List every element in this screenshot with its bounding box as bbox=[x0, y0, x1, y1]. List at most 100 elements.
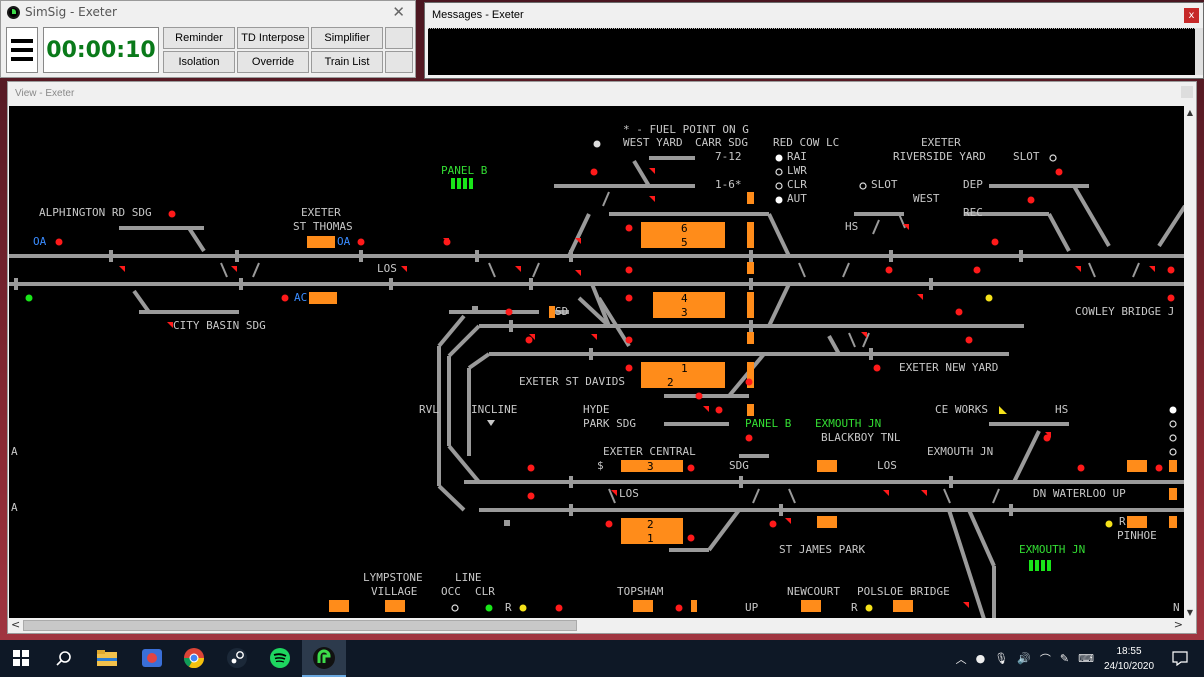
sim-clock: 00:00:10 bbox=[43, 27, 159, 73]
rai-label: RAI bbox=[787, 150, 807, 163]
pinhoe-label: PINHOE bbox=[1117, 529, 1157, 542]
scroll-left-icon[interactable]: < bbox=[11, 618, 21, 631]
override-button[interactable]: Override bbox=[237, 51, 309, 73]
messages-scrollbar[interactable] bbox=[1195, 28, 1203, 75]
oa-label: OA bbox=[33, 235, 47, 248]
scroll-right-icon[interactable]: > bbox=[1173, 618, 1183, 631]
platform-numbers: 6 5 4 3 1 2 3 2 1 bbox=[647, 222, 688, 545]
start-icon[interactable] bbox=[9, 646, 33, 670]
central-3-number: 3 bbox=[647, 460, 654, 473]
notification-icon[interactable] bbox=[1168, 646, 1192, 670]
west-label: WEST bbox=[913, 192, 940, 205]
simsig-logo-icon bbox=[7, 5, 20, 19]
cowley-bridge-label: COWLEY BRIDGE J bbox=[1075, 305, 1174, 318]
clr-label: CLR bbox=[787, 178, 807, 191]
a-left-2-label: A bbox=[11, 501, 18, 514]
ce-works-label: CE WORKS bbox=[935, 403, 988, 416]
view-vertical-scrollbar[interactable]: ▲ ▼ bbox=[1184, 106, 1196, 619]
topsham-label: TOPSHAM bbox=[617, 585, 664, 598]
village-label: VILLAGE bbox=[371, 585, 417, 598]
hyde-label: HYDE bbox=[583, 403, 610, 416]
extra-button-2[interactable] bbox=[385, 51, 413, 73]
aut-label: AUT bbox=[787, 192, 807, 205]
diagram-svg[interactable]: * - FUEL POINT ON G WEST YARD CARR SDG 7… bbox=[9, 106, 1185, 619]
track-joints bbox=[14, 250, 1023, 526]
file-explorer-icon[interactable] bbox=[95, 646, 119, 670]
messages-window: Messages - Exeter x bbox=[424, 2, 1204, 79]
blackboy-tnl-label: BLACKBOY TNL bbox=[821, 431, 901, 444]
spotify-icon[interactable] bbox=[268, 646, 292, 670]
up-label: UP bbox=[745, 601, 759, 614]
scroll-thumb[interactable] bbox=[23, 620, 577, 631]
st-james-park-label: ST JAMES PARK bbox=[779, 543, 865, 556]
exmouth-jn-right-label: EXMOUTH JN bbox=[927, 445, 993, 458]
carr-sdg-label: CARR SDG bbox=[695, 136, 748, 149]
points-marks bbox=[220, 191, 1140, 504]
chrome-icon[interactable] bbox=[182, 646, 206, 670]
carr-7-12-label: 7-12 bbox=[715, 150, 742, 163]
ac-label: AC bbox=[294, 291, 307, 304]
search-icon[interactable] bbox=[52, 646, 76, 670]
incline-arrow-icon bbox=[487, 420, 495, 426]
occ-label: OCC bbox=[441, 585, 461, 598]
view-title: View - Exeter bbox=[15, 87, 75, 99]
signalling-diagram[interactable]: * - FUEL POINT ON G WEST YARD CARR SDG 7… bbox=[9, 106, 1185, 619]
west-yard-label: WEST YARD bbox=[623, 136, 683, 149]
network-alert-icon[interactable]: ● bbox=[975, 652, 986, 665]
taskbar-time: 18:55 bbox=[1116, 646, 1142, 657]
menu-hamburger-button[interactable] bbox=[6, 27, 38, 73]
simplifier-button[interactable]: Simplifier bbox=[311, 27, 383, 49]
alphington-label: ALPHINGTON RD SDG bbox=[39, 206, 152, 219]
incline-label: INCLINE bbox=[471, 403, 517, 416]
platform-5-number: 5 bbox=[681, 236, 688, 249]
reminder-button[interactable]: Reminder bbox=[163, 27, 235, 49]
park-sdg-label: PARK SDG bbox=[583, 417, 636, 430]
panel-b-top-label: PANEL B bbox=[441, 164, 488, 177]
volume-icon[interactable]: 🔊 bbox=[1017, 652, 1031, 665]
messages-close-button[interactable]: x bbox=[1184, 8, 1199, 23]
exeter-riverside-label: EXETER bbox=[921, 136, 961, 149]
wifi-icon[interactable]: ⌒ bbox=[1039, 652, 1051, 666]
app-icon[interactable] bbox=[140, 646, 164, 670]
microphone-icon[interactable]: 🎙 bbox=[994, 652, 1009, 665]
chevron-up-icon[interactable]: ︿ bbox=[955, 652, 967, 666]
keyboard-icon[interactable]: ⌨ bbox=[1078, 652, 1094, 665]
extra-button-1[interactable] bbox=[385, 27, 413, 49]
r-2-label: R bbox=[505, 601, 512, 614]
train-list-button[interactable]: Train List bbox=[311, 51, 383, 73]
isolation-button[interactable]: Isolation bbox=[163, 51, 235, 73]
windows-taskbar: ︿ ● 🎙 🔊 ⌒ ✎ ⌨ 18:55 24/10/2020 bbox=[0, 640, 1204, 677]
taskbar-clock[interactable]: 18:55 24/10/2020 bbox=[1098, 644, 1160, 674]
line-label: LINE bbox=[455, 571, 482, 584]
simsig-taskbar-icon[interactable] bbox=[312, 646, 336, 670]
riverside-yard-label: RIVERSIDE YARD bbox=[893, 150, 986, 163]
steam-icon[interactable] bbox=[225, 646, 249, 670]
exeter-new-yard-label: EXETER NEW YARD bbox=[899, 361, 998, 374]
carr-1-6-label: 1-6* bbox=[715, 178, 742, 191]
signals[interactable] bbox=[25, 140, 1177, 612]
r-3-label: R bbox=[851, 601, 858, 614]
td-interpose-button[interactable]: TD Interpose bbox=[237, 27, 309, 49]
view-horizontal-scrollbar[interactable]: < > bbox=[9, 618, 1185, 633]
slot-mid-label: SLOT bbox=[871, 178, 898, 191]
panel-indicators bbox=[451, 178, 1051, 571]
red-cow-lc-label: RED COW LC bbox=[773, 136, 839, 149]
view-window-button[interactable] bbox=[1181, 86, 1193, 98]
oa2-label: OA bbox=[337, 235, 351, 248]
pen-icon[interactable]: ✎ bbox=[1059, 652, 1070, 665]
st-thomas-label: ST THOMAS bbox=[293, 220, 353, 233]
close-icon[interactable]: ✕ bbox=[392, 3, 405, 21]
central-2-number: 2 bbox=[647, 518, 654, 531]
dollar-label: $ bbox=[597, 459, 604, 472]
hs-top-label: HS bbox=[845, 220, 858, 233]
view-window: View - Exeter bbox=[7, 81, 1197, 634]
sd-label: SD bbox=[555, 305, 568, 318]
exmouth-jn-top-label: EXMOUTH JN bbox=[815, 417, 881, 430]
platform-3-number: 3 bbox=[681, 306, 688, 319]
platform-2-number: 2 bbox=[667, 376, 674, 389]
panel-b-mid-label: PANEL B bbox=[745, 417, 792, 430]
taskbar-date: 24/10/2020 bbox=[1103, 661, 1155, 672]
platform-6-number: 6 bbox=[681, 222, 688, 235]
rvl-label: RVL bbox=[419, 403, 439, 416]
simsig-control-window: SimSig - Exeter ✕ 00:00:10 Reminder TD I… bbox=[0, 0, 416, 78]
